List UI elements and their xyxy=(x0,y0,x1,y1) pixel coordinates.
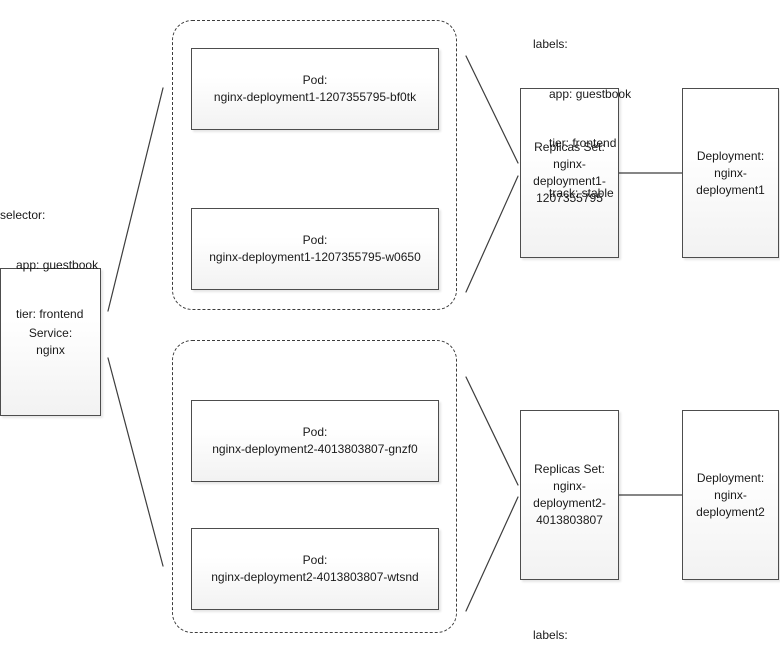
labels-top-line-track: track: stable xyxy=(549,185,614,200)
selector-line-app: app: guestbook xyxy=(16,257,99,272)
replicaset-node-2[interactable]: Replicas Set: nginx- deployment2- 401380… xyxy=(520,410,619,580)
pod-node-3[interactable]: Pod: nginx-deployment2-4013803807-gnzf0 xyxy=(191,400,439,482)
labels-text-top: labels: app: guestbook tier: frontend tr… xyxy=(533,3,631,234)
selector-heading: selector: xyxy=(0,208,46,222)
labels-top-line-app: app: guestbook xyxy=(549,86,632,101)
pod-node-2-label: Pod: nginx-deployment1-1207355795-w0650 xyxy=(209,233,421,264)
deployment-node-2-label: Deployment: nginx- deployment2 xyxy=(696,470,765,519)
edge-service-to-group1 xyxy=(107,87,164,312)
replicaset-node-2-label: Replicas Set: nginx- deployment2- 401380… xyxy=(533,462,606,527)
deployment-node-1[interactable]: Deployment: nginx- deployment1 xyxy=(682,88,779,258)
selector-line-tier: tier: frontend xyxy=(16,307,84,321)
service-node-label: Service: nginx xyxy=(28,326,73,357)
labels-text-bottom: labels: app: guestbook tier: frontend tr… xyxy=(533,594,631,662)
replicaset-node-1[interactable]: Replicas Set: nginx- deployment1- 120735… xyxy=(520,88,619,258)
pod-node-2[interactable]: Pod: nginx-deployment1-1207355795-w0650 xyxy=(191,208,439,290)
edge-group1-top-to-replicaset1 xyxy=(465,55,519,164)
pod-node-4-label: Pod: nginx-deployment2-4013803807-wtsnd xyxy=(211,553,419,584)
edge-group2-bottom-to-replicaset2 xyxy=(465,496,519,612)
deployment-node-2[interactable]: Deployment: nginx- deployment2 xyxy=(682,410,779,580)
edge-service-to-group2 xyxy=(107,357,164,567)
labels-top-heading: labels: xyxy=(533,37,568,51)
service-node[interactable]: Service: nginx xyxy=(0,268,101,416)
pod-node-1-label: Pod: nginx-deployment1-1207355795-bf0tk xyxy=(213,73,417,104)
edge-group2-top-to-replicaset2 xyxy=(465,376,519,486)
pod-node-3-label: Pod: nginx-deployment2-4013803807-gnzf0 xyxy=(212,425,418,456)
pod-group-deployment2 xyxy=(172,340,457,633)
labels-top-line-tier: tier: frontend xyxy=(549,136,617,150)
replicaset-node-1-label: Replicas Set: nginx- deployment1- 120735… xyxy=(533,140,606,205)
pod-node-1[interactable]: Pod: nginx-deployment1-1207355795-bf0tk xyxy=(191,48,439,130)
edge-group1-bottom-to-replicaset1 xyxy=(465,175,519,293)
pod-group-deployment1 xyxy=(172,20,457,310)
pod-node-4[interactable]: Pod: nginx-deployment2-4013803807-wtsnd xyxy=(191,528,439,610)
labels-bottom-heading: labels: xyxy=(533,628,568,642)
service-selector-text: selector: app: guestbook tier: frontend xyxy=(0,174,98,356)
deployment-node-1-label: Deployment: nginx- deployment1 xyxy=(696,148,765,197)
